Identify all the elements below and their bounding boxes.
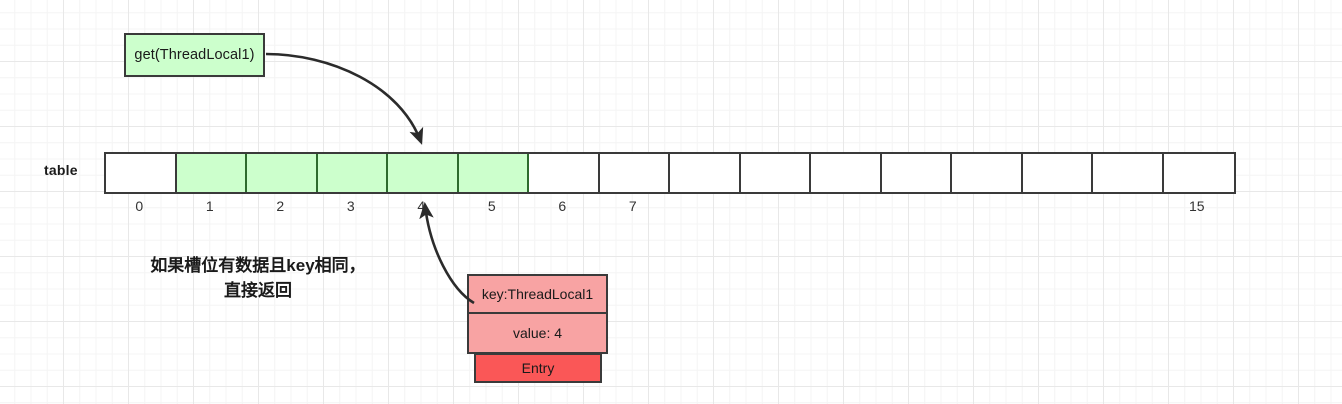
table-label: table [44,162,78,178]
entry-key-value-box: key:ThreadLocal1 value: 4 [467,274,608,354]
table-cell-0 [106,154,177,192]
table-index-7: 7 [628,198,637,214]
table-cell-12 [952,154,1023,192]
table-index-15: 15 [1188,198,1205,214]
table-cell-6 [529,154,600,192]
entry-footer-box: Entry [474,353,602,383]
table-index-6: 6 [558,198,567,214]
entry-value-row: value: 4 [469,314,606,352]
table-cell-13 [1022,154,1093,192]
table-index-1: 1 [205,198,214,214]
table-row [104,152,1236,194]
table-cell-14 [1093,154,1164,192]
table-cell-7 [599,154,670,192]
table-cell-15 [1163,154,1234,192]
get-threadlocal-label: get(ThreadLocal1) [134,47,255,63]
table-index-2: 2 [276,198,285,214]
table-index-4: 4 [417,198,426,214]
table-cell-2 [247,154,318,192]
table-index-3: 3 [346,198,355,214]
annotation-line-1: 如果槽位有数据且key相同， [150,256,366,275]
table-cell-10 [811,154,882,192]
entry-key-row: key:ThreadLocal1 [469,276,606,314]
get-threadlocal-box: get(ThreadLocal1) [124,33,265,77]
table-cell-11 [881,154,952,192]
table-index-labels: 0 1 2 3 4 5 6 7 15 [104,198,1232,218]
table-index-0: 0 [135,198,144,214]
table-cell-3 [317,154,388,192]
table-cell-1 [176,154,247,192]
table-cell-5 [458,154,529,192]
table-index-5: 5 [487,198,496,214]
table-cell-4 [388,154,459,192]
annotation-text: 如果槽位有数据且key相同， 直接返回 [118,254,398,303]
call-to-slot-arrow [265,52,424,145]
table-cell-8 [670,154,741,192]
table-cell-9 [740,154,811,192]
annotation-line-2: 直接返回 [224,280,292,300]
